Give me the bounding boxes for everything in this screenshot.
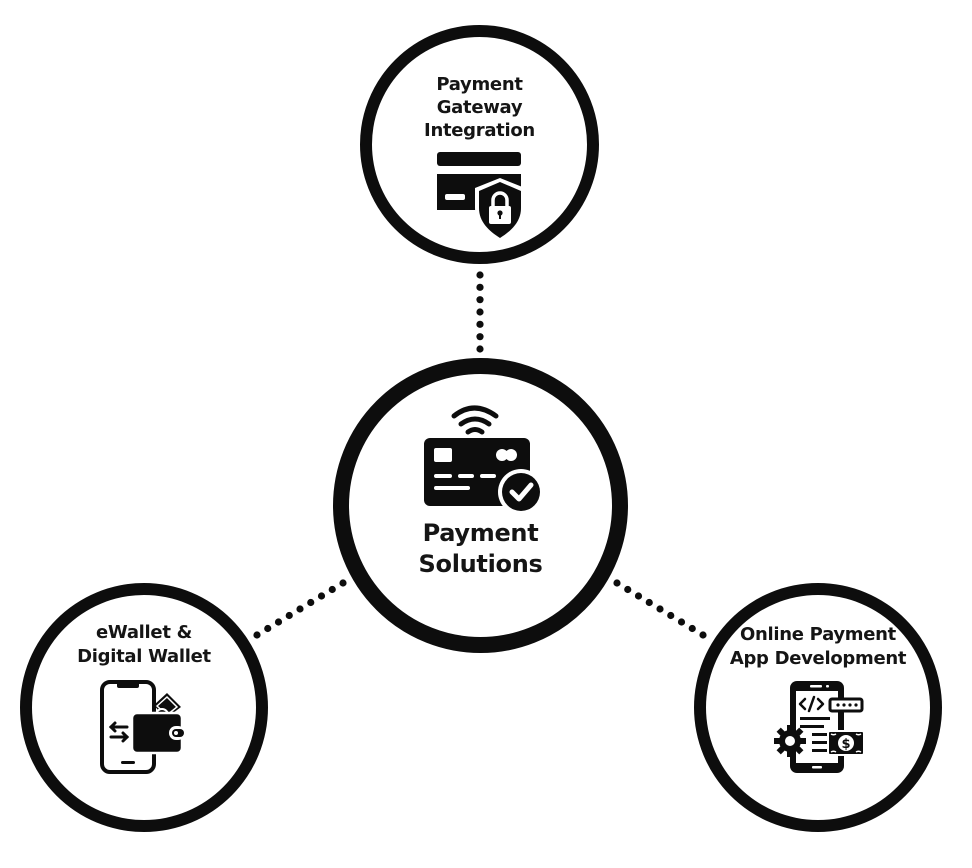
title-line: Digital Wallet xyxy=(77,646,211,667)
contactless-card-check-icon xyxy=(423,405,544,512)
connector-dot xyxy=(328,585,336,594)
connector-dot xyxy=(339,579,347,587)
gear-icon xyxy=(774,725,806,757)
node-online-payment-app-development: Online Payment App Development xyxy=(694,583,942,832)
title-line: Online Payment xyxy=(740,624,896,645)
connector-dot xyxy=(677,618,686,626)
connector-dot xyxy=(667,611,675,620)
node-title: eWallet & Digital Wallet xyxy=(77,621,211,669)
connector-dot xyxy=(274,618,283,626)
connector-dot xyxy=(476,345,484,353)
title-line: Gateway xyxy=(436,97,523,118)
connector-dot xyxy=(476,333,484,341)
phone-code-gear-dollar-icon: $ xyxy=(774,681,865,773)
connector-dot xyxy=(613,579,621,587)
connector-dot xyxy=(285,611,293,620)
connector-dot xyxy=(688,624,696,633)
node-ewallet-digital-wallet: eWallet & Digital Wallet xyxy=(20,583,268,832)
title-line: Payment xyxy=(436,74,523,95)
node-title: Payment Gateway Integration xyxy=(424,73,535,142)
connector-dot xyxy=(656,605,664,613)
title-line: Solutions xyxy=(418,550,543,578)
title-line: eWallet & xyxy=(96,622,192,643)
node-payment-solutions: Payment Solutions xyxy=(333,358,628,653)
connector-dot xyxy=(476,296,484,304)
connector-dot xyxy=(317,592,326,600)
node-title: Online Payment App Development xyxy=(729,623,907,671)
connector-center-left xyxy=(253,579,347,639)
connector-dot xyxy=(264,624,272,633)
connector-dot xyxy=(634,592,643,600)
connector-center-top xyxy=(476,271,484,353)
connector-dot xyxy=(476,320,484,328)
title-line: Integration xyxy=(424,120,535,141)
node-payment-gateway-integration: Payment Gateway Integration xyxy=(360,25,599,264)
connector-dot xyxy=(476,271,484,279)
connector-dot xyxy=(476,283,484,291)
connector-dot xyxy=(699,631,707,639)
card-shield-lock-icon xyxy=(436,152,525,242)
connector-dot xyxy=(624,585,632,594)
connector-dot xyxy=(296,605,304,613)
connector-dot xyxy=(476,308,484,316)
connector-dot xyxy=(253,631,261,639)
connector-dot xyxy=(307,598,315,607)
phone-wallet-icon xyxy=(100,680,185,774)
connector-center-right xyxy=(613,579,707,639)
title-line: App Development xyxy=(729,648,907,669)
svg-text:$: $ xyxy=(841,737,850,752)
node-title: Payment Solutions xyxy=(419,518,543,580)
connector-dot xyxy=(645,598,653,607)
title-line: Payment xyxy=(422,519,539,547)
